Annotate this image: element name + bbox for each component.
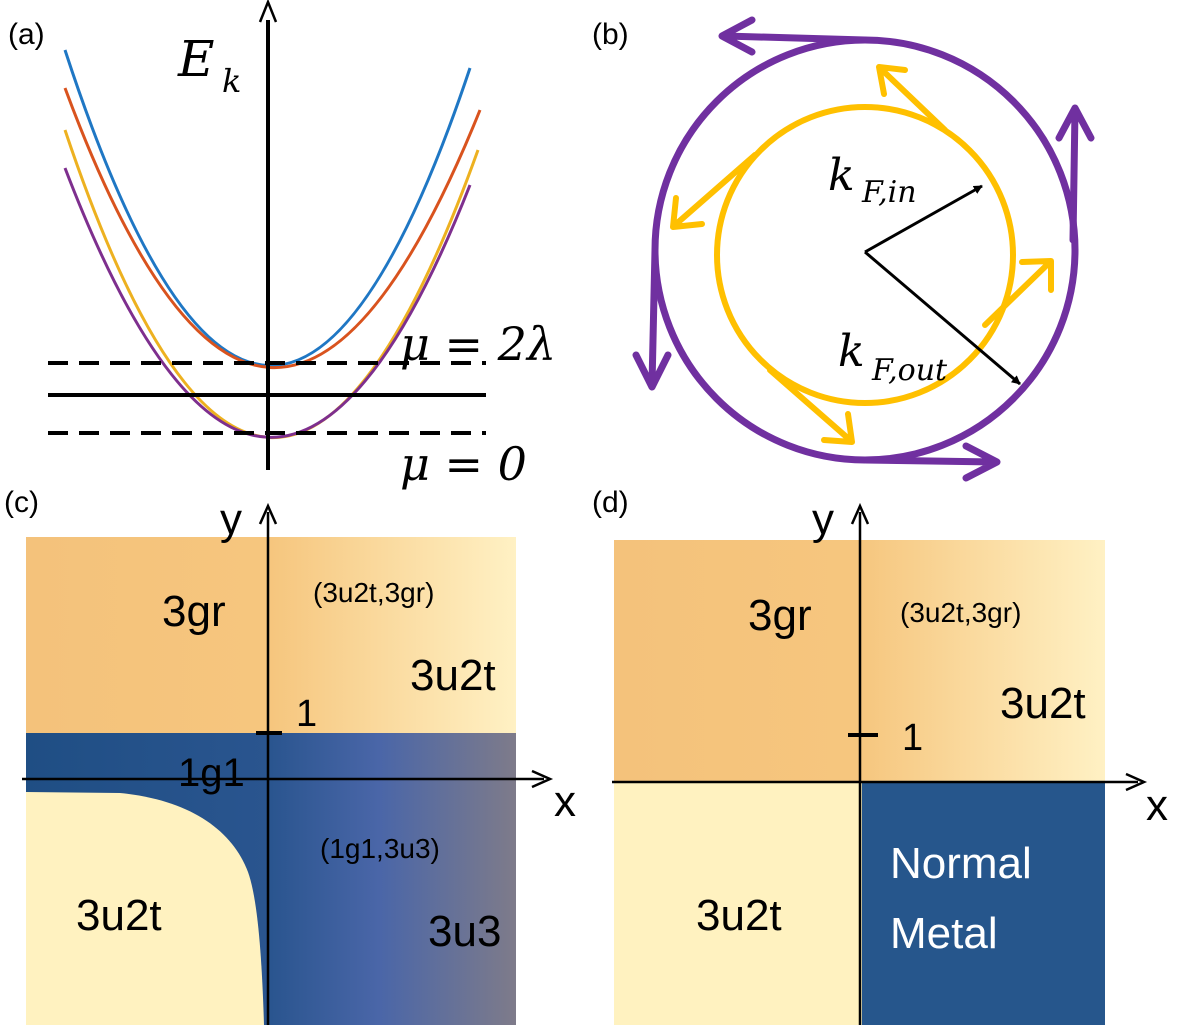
d-axis-y-label: y (812, 495, 834, 544)
d-x-axis-arrow (1125, 772, 1148, 792)
panel-d: (d) y x 1 3gr (3u2t,3gr) 3u2t 3u2t Norma… (592, 486, 1168, 1025)
outer-spin-arrows (632, 16, 1095, 482)
panel-b-tag: (b) (592, 18, 629, 51)
c-phase-mixed-top: (3u2t,3gr) (313, 577, 434, 608)
c-axis-x-label: x (554, 777, 576, 826)
d-phase-mixed-top: (3u2t,3gr) (900, 597, 1021, 628)
c-x-axis-arrow (531, 769, 554, 789)
band-red (63, 87, 482, 370)
k-outer-subscript: F,out (871, 353, 948, 388)
k-inner-subscript: F,in (861, 175, 917, 210)
c-y-axis-arrow (258, 502, 278, 525)
panel-c-tag: (c) (4, 486, 39, 519)
panel-d-tag: (d) (592, 486, 629, 519)
energy-axis-arrow (258, 0, 278, 23)
band-yellow (63, 129, 480, 439)
panel-b: (b) k F,in k F,out (592, 16, 1095, 482)
c-phase-3u3: 3u3 (428, 907, 501, 956)
region-orange (26, 537, 516, 733)
d-phase-normal: Normal (890, 839, 1032, 888)
c-phase-1g1: 1g1 (178, 751, 245, 795)
d-phase-3gr: 3gr (748, 591, 812, 640)
energy-label: E (177, 30, 215, 88)
inner-arrow-right (982, 258, 1054, 328)
inner-spin-arrows (670, 64, 1054, 445)
inner-arrow-bottom (767, 367, 855, 445)
d-phase-3u2t-top: 3u2t (1000, 679, 1086, 728)
d-axis-x-label: x (1146, 781, 1168, 830)
c-axis-y-label: y (220, 495, 242, 544)
d-tick-one-label: 1 (902, 717, 923, 759)
outer-arrow-top (718, 16, 869, 56)
k-outer-label: k (838, 326, 865, 377)
k-inner-label: k (828, 150, 855, 201)
k-outer-vector (864, 250, 1021, 386)
k-inner-vector (864, 184, 983, 254)
c-tick-one-label: 1 (296, 693, 317, 735)
c-phase-3gr: 3gr (162, 587, 226, 636)
outer-arrow-right (1055, 104, 1095, 244)
region-cream (26, 792, 264, 1025)
d-phase-metal: Metal (890, 909, 998, 958)
panel-c: (c) y x 1 3gr (3u2t,3gr) 3u2t 1g1 (1g1,3… (4, 486, 576, 1025)
inner-fermi-circle (714, 104, 1016, 406)
energy-subscript: k (222, 62, 241, 100)
inner-arrow-top (876, 64, 948, 133)
c-phase-mixed-bottom: (1g1,3u3) (320, 833, 440, 864)
mu-low-label: μ = 0 (400, 437, 527, 491)
d-region-cream (614, 782, 862, 1025)
panel-a-tag: (a) (8, 18, 45, 51)
mu-high-label: μ = 2λ (400, 317, 556, 371)
c-phase-3u2t-top: 3u2t (410, 651, 496, 700)
inner-arrow-left (670, 152, 758, 230)
c-phase-3u2t-bottom: 3u2t (76, 891, 162, 940)
d-phase-3u2t-bottom: 3u2t (696, 891, 782, 940)
d-region-normal-metal (862, 782, 1105, 1025)
outer-arrow-bottom (861, 442, 1001, 482)
outer-arrow-left (632, 246, 672, 391)
panel-a: (a) E k μ = 2λ μ = 0 (8, 0, 556, 491)
d-y-axis-arrow (850, 502, 870, 525)
